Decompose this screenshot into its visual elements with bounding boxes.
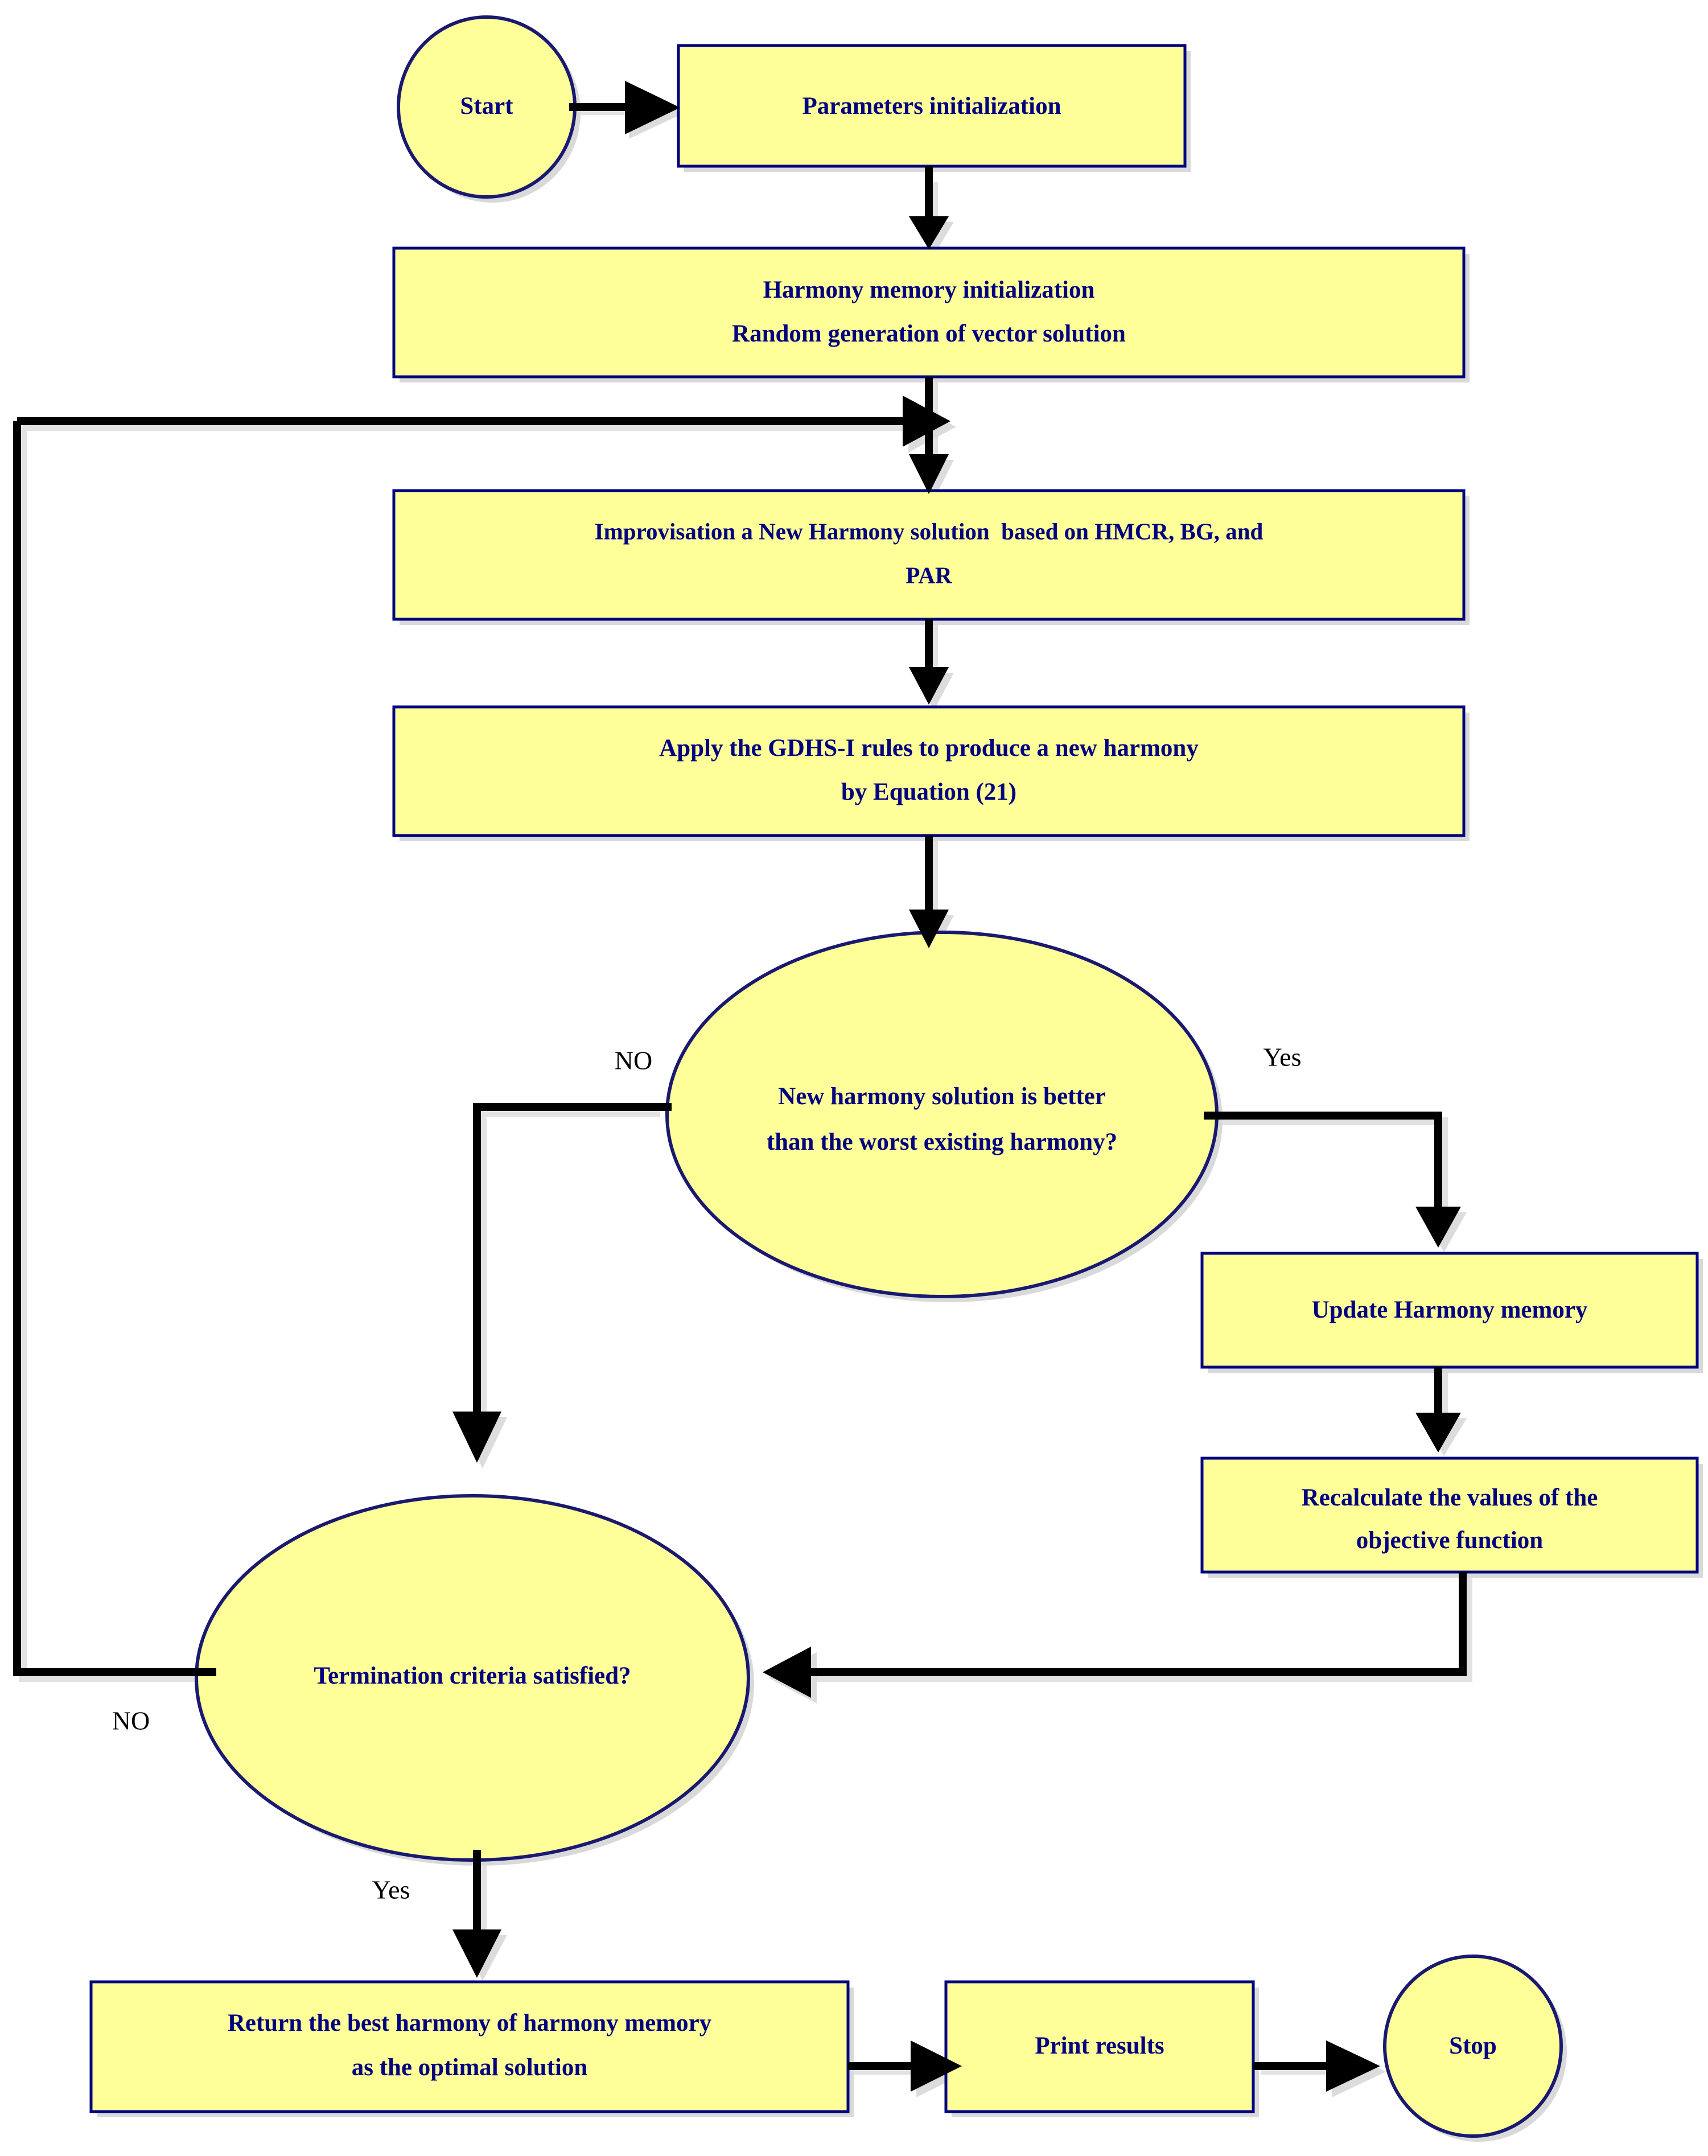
arrowhead-start-to-parameters-initialization <box>625 81 680 134</box>
harmony-memory-initialization-line2: Random generation of vector solution <box>732 320 1126 347</box>
node-update-harmony-memory[interactable]: Update Harmony memory <box>1200 1252 1699 1369</box>
improvisation-line2: PAR <box>906 562 952 588</box>
start-label: Start <box>460 93 513 120</box>
branch-labels: NO Yes NO Yes <box>112 1043 1302 1904</box>
edge-recalculate-objective-to-decision-termination-criteria <box>797 1572 1467 1676</box>
node-start[interactable]: Start <box>397 15 577 199</box>
arrowhead-improvisation-to-apply-gdhs-rules <box>909 667 949 705</box>
parameters-initialization-label: Parameters initialization <box>802 93 1061 120</box>
arrowhead-update-harmony-memory-to-recalculate-objective <box>1415 1413 1461 1453</box>
arrowhead-apply-gdhs-rules-to-decision-new-harmony-better <box>909 910 949 948</box>
apply-gdhs-rules-line2: by Equation (21) <box>841 779 1016 805</box>
arrowhead-recalculate-objective-to-decision-termination-criteria <box>763 1647 811 1698</box>
decision-new-harmony-better-line1: New harmony solution is better <box>778 1083 1106 1110</box>
arrowhead-return-best-harmony-to-print-results <box>911 2040 962 2092</box>
decision-termination-criteria-label: Termination criteria satisfied? <box>314 1663 631 1689</box>
improvisation-box-shape <box>392 489 1466 621</box>
update-harmony-memory-label: Update Harmony memory <box>1312 1297 1588 1323</box>
harmony-memory-initialization-box-shape <box>392 246 1466 378</box>
stop-label: Stop <box>1449 2032 1497 2059</box>
recalculate-objective-line2: objective function <box>1356 1527 1544 1554</box>
recalculate-objective-box-shape <box>1200 1456 1699 1574</box>
node-harmony-memory-initialization[interactable]: Harmony memory initialization Random gen… <box>392 246 1466 378</box>
decision-new-harmony-better-line2: than the worst existing harmony? <box>767 1129 1117 1155</box>
node-print-results[interactable]: Print results <box>944 1980 1255 2113</box>
edge-decision-new-harmony-better-yes-to-update-harmony-memory <box>1204 1112 1442 1224</box>
update-harmony-memory-box-shape <box>1200 1252 1699 1369</box>
branch-label-decision-termination-yes: Yes <box>372 1875 410 1904</box>
edge-decision-termination-criteria-no-to-improvisation <box>13 421 216 1676</box>
arrowhead-parameters-initialization-to-harmony-memory-initialization <box>909 216 949 249</box>
node-return-best-harmony[interactable]: Return the best harmony of harmony memor… <box>89 1980 850 2113</box>
parameters-initialization-box-shape <box>677 44 1187 168</box>
branch-label-decision-better-yes: Yes <box>1263 1043 1302 1072</box>
apply-gdhs-rules-box-shape <box>392 705 1466 837</box>
return-best-harmony-line1: Return the best harmony of harmony memor… <box>228 2010 712 2036</box>
arrowhead-decision-termination-criteria-yes <box>452 1929 501 1978</box>
node-recalculate-objective[interactable]: Recalculate the values of the objective … <box>1200 1456 1699 1574</box>
branch-label-decision-termination-no: NO <box>112 1706 150 1735</box>
return-best-harmony-line2: as the optimal solution <box>352 2054 588 2081</box>
harmony-memory-initialization-line1: Harmony memory initialization <box>763 277 1095 303</box>
print-results-box-shape <box>944 1980 1255 2113</box>
return-best-harmony-box-shape <box>89 1980 850 2113</box>
apply-gdhs-rules-line1: Apply the GDHS-I rules to produce a new … <box>659 735 1199 762</box>
arrowhead-feedback-loop-into-improvisation-junction <box>903 396 950 447</box>
arrowhead-decision-new-harmony-better-yes <box>1415 1207 1461 1248</box>
branch-label-decision-better-no: NO <box>615 1046 652 1075</box>
decision-new-harmony-better-ellipse-shape <box>665 931 1219 1298</box>
node-stop[interactable]: Stop <box>1383 1955 1563 2138</box>
node-improvisation[interactable]: Improvisation a New Harmony solution bas… <box>392 489 1466 621</box>
arrowhead-decision-new-harmony-better-no <box>452 1412 501 1463</box>
improvisation-line1: Improvisation a New Harmony solution bas… <box>595 518 1263 544</box>
connectors <box>13 81 1467 2092</box>
node-decision-new-harmony-better[interactable]: New harmony solution is better than the … <box>665 931 1219 1298</box>
arrowhead-harmony-memory-initialization-to-improvisation <box>909 454 949 494</box>
stop-ellipse-shape <box>1383 1955 1563 2138</box>
node-parameters-initialization[interactable]: Parameters initialization <box>677 44 1187 168</box>
node-decision-termination-criteria[interactable]: Termination criteria satisfied? <box>195 1494 750 1862</box>
node-apply-gdhs-rules[interactable]: Apply the GDHS-I rules to produce a new … <box>392 705 1466 837</box>
decision-termination-criteria-ellipse-shape <box>195 1494 750 1862</box>
edge-decision-new-harmony-better-no-to-decision-termination-criteria <box>473 1103 672 1429</box>
recalculate-objective-line1: Recalculate the values of the <box>1302 1484 1598 1511</box>
arrowhead-print-results-to-stop <box>1326 2040 1380 2092</box>
print-results-label: Print results <box>1035 2032 1164 2059</box>
